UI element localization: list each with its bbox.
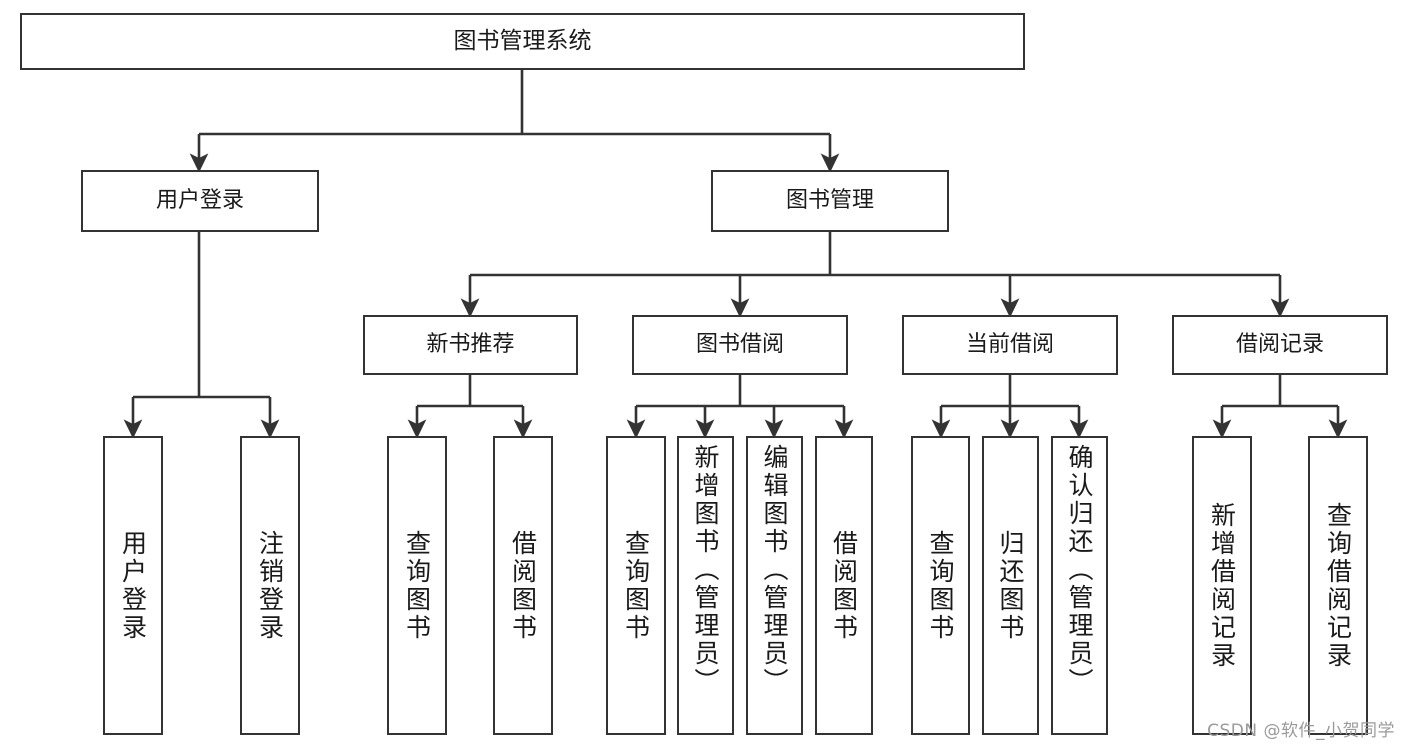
- node-leaf-user-login-logout-label: 注销登录: [255, 529, 285, 642]
- node-leaf-borrow-record-query-label: 查询借阅记录: [1323, 501, 1353, 670]
- node-leaf-book-borrow-borrow-label: 借阅图书: [829, 529, 859, 642]
- node-leaf-book-borrow-edit-label: 编辑图书（管理员）: [760, 444, 789, 696]
- node-leaf-book-borrow-query-label: 查询图书: [621, 529, 651, 642]
- node-leaf-book-borrow-query[interactable]: 查询图书: [606, 436, 666, 735]
- node-new-book-recommend[interactable]: 新书推荐: [363, 315, 578, 375]
- node-leaf-book-borrow-borrow[interactable]: 借阅图书: [815, 436, 873, 735]
- node-leaf-current-borrow-confirm-label: 确认归还（管理员）: [1065, 444, 1094, 696]
- node-book-management-label: 图书管理: [785, 187, 874, 213]
- node-leaf-new-book-query[interactable]: 查询图书: [387, 436, 447, 735]
- node-leaf-borrow-record-query[interactable]: 查询借阅记录: [1308, 436, 1368, 735]
- csdn-watermark: CSDN @软件_小贺同学: [1207, 721, 1395, 741]
- node-leaf-user-login-logout[interactable]: 注销登录: [240, 436, 300, 735]
- node-current-borrow[interactable]: 当前借阅: [902, 315, 1118, 375]
- node-leaf-current-borrow-query[interactable]: 查询图书: [911, 436, 970, 735]
- node-leaf-current-borrow-confirm[interactable]: 确认归还（管理员）: [1051, 436, 1108, 735]
- node-book-management[interactable]: 图书管理: [711, 170, 949, 232]
- node-leaf-new-book-borrow-label: 借阅图书: [508, 529, 538, 642]
- node-user-login-label: 用户登录: [155, 187, 244, 213]
- node-leaf-book-borrow-add[interactable]: 新增图书（管理员）: [677, 436, 734, 735]
- node-root-system-label: 图书管理系统: [453, 28, 592, 55]
- node-new-book-recommend-label: 新书推荐: [426, 331, 515, 357]
- node-book-borrow[interactable]: 图书借阅: [632, 315, 848, 375]
- node-leaf-borrow-record-add-label: 新增借阅记录: [1207, 501, 1237, 670]
- node-leaf-new-book-borrow[interactable]: 借阅图书: [493, 436, 553, 735]
- node-leaf-borrow-record-add[interactable]: 新增借阅记录: [1192, 436, 1252, 735]
- node-borrow-record[interactable]: 借阅记录: [1172, 315, 1388, 375]
- node-leaf-current-borrow-return[interactable]: 归还图书: [982, 436, 1039, 735]
- node-current-borrow-label: 当前借阅: [965, 331, 1054, 357]
- node-leaf-book-borrow-edit[interactable]: 编辑图书（管理员）: [746, 436, 803, 735]
- node-leaf-book-borrow-add-label: 新增图书（管理员）: [691, 444, 720, 696]
- node-leaf-current-borrow-return-label: 归还图书: [996, 529, 1025, 642]
- node-borrow-record-label: 借阅记录: [1235, 331, 1324, 357]
- node-leaf-new-book-query-label: 查询图书: [402, 529, 432, 642]
- node-leaf-user-login-login[interactable]: 用户登录: [103, 436, 163, 735]
- node-book-borrow-label: 图书借阅: [695, 331, 784, 357]
- node-leaf-user-login-login-label: 用户登录: [118, 529, 148, 642]
- node-leaf-current-borrow-query-label: 查询图书: [926, 529, 955, 642]
- node-user-login[interactable]: 用户登录: [81, 170, 319, 232]
- node-root-system[interactable]: 图书管理系统: [20, 13, 1025, 70]
